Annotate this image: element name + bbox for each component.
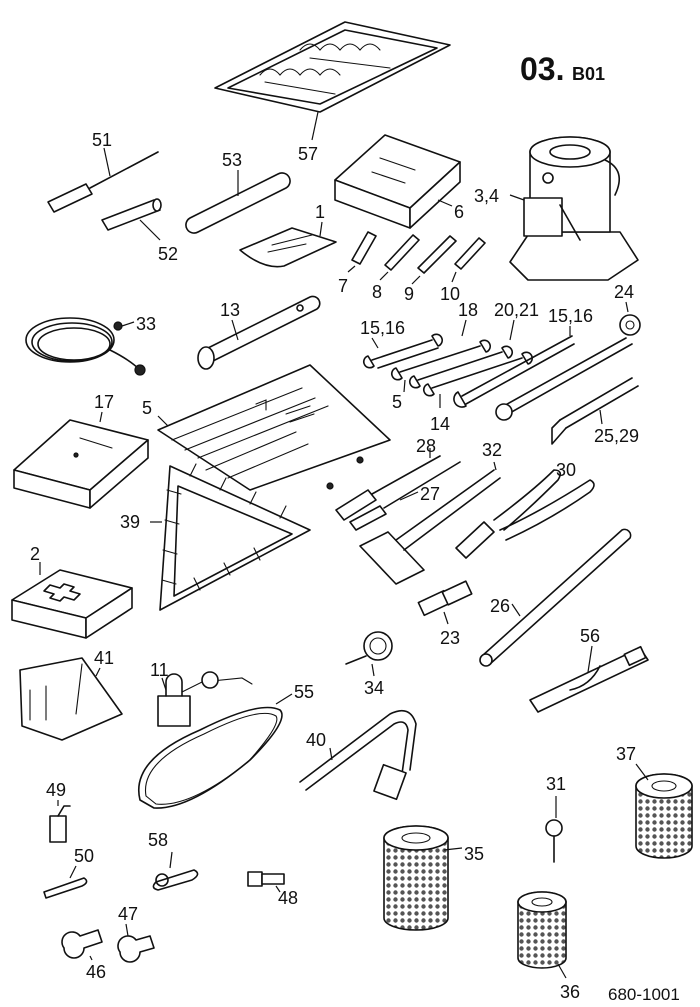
diagram-code-main: 03. (520, 51, 564, 87)
callout-20-21: 20,21 (494, 300, 539, 320)
wire-connector (49, 805, 71, 843)
hose-with-connector (299, 709, 417, 801)
callout-51: 51 (92, 130, 112, 150)
callout-9: 9 (404, 284, 414, 304)
callout-34: 34 (364, 678, 384, 698)
callout-32: 32 (482, 440, 502, 460)
callout-56: 56 (580, 626, 600, 646)
callout-13: 13 (220, 300, 240, 320)
callout-5: 17 (94, 392, 114, 412)
callout-37: 37 (616, 744, 636, 764)
spring-clip (43, 877, 88, 899)
callout-17: 15,16 (360, 318, 405, 338)
callout-40: 40 (306, 730, 326, 750)
ring-terminal (545, 819, 563, 863)
callout-39: 39 (120, 512, 140, 532)
filter-cartridge-small (517, 891, 567, 969)
callout-53: 53 (222, 150, 242, 170)
callout-2: 2 (30, 544, 40, 564)
drive-belt (138, 706, 283, 809)
open-end-spanner-set (362, 333, 534, 397)
filter-cartridge-medium (383, 825, 449, 931)
instruction-sheet (239, 227, 337, 268)
callout-1: 1 (315, 202, 325, 222)
callout-47: 47 (118, 904, 138, 924)
strap (529, 645, 649, 713)
callout-31: 31 (546, 774, 566, 794)
oil-filter-large (635, 773, 693, 859)
callout-27: 27 (420, 484, 440, 504)
callout-57: 57 (298, 144, 318, 164)
callout-10: 10 (440, 284, 460, 304)
hydraulic-bottle-jack (509, 136, 639, 281)
callout-6: 6 (454, 202, 464, 222)
bulb-pair (61, 929, 155, 963)
box-spanner (197, 295, 321, 370)
drawing-reference: 680-1001 (608, 985, 680, 1004)
callout-23: 23 (440, 628, 460, 648)
callout-46: 46 (86, 962, 106, 982)
warning-triangle (159, 463, 311, 611)
callout-49: 49 (46, 780, 66, 800)
callout-48: 48 (278, 888, 298, 908)
callout-7: 7 (338, 276, 348, 296)
spare-parts-box (334, 134, 461, 229)
safety-pin-clip (152, 869, 199, 891)
callout-8: 8 (372, 282, 382, 302)
callout-24: 24 (614, 282, 634, 302)
callout-50: 50 (74, 846, 94, 866)
bolt (247, 871, 285, 887)
callout-52: 52 (158, 244, 178, 264)
callout-18: 18 (458, 300, 478, 320)
callout-33: 33 (136, 314, 156, 334)
drift-pin (101, 198, 162, 231)
diagram-code-sub: B01 (572, 64, 605, 84)
callout-15-16: 15,16 (548, 306, 593, 326)
callout-26: 26 (490, 596, 510, 616)
callout-3-4: 3,4 (474, 186, 499, 206)
open-tool-roll (157, 364, 391, 491)
callout-36: 36 (560, 982, 580, 1002)
callout-22: 14 (430, 414, 450, 434)
callout-35: 35 (464, 844, 484, 864)
callout-55: 55 (294, 682, 314, 702)
flat-case (13, 419, 149, 509)
long-combination-spanner (453, 335, 633, 421)
ring-spanner (619, 314, 641, 336)
first-aid-kit (11, 569, 133, 639)
padlock-with-chain (157, 671, 253, 727)
callout-58: 58 (148, 830, 168, 850)
spare-pin-set (351, 231, 486, 274)
screwdriver-small (47, 151, 159, 213)
socket-adapter (417, 580, 473, 617)
tyre-lever-bar (479, 528, 632, 667)
tool-roll-pouch (214, 21, 451, 113)
callout-19: 5 (392, 392, 402, 412)
callout-41: 41 (94, 648, 114, 668)
hammer (359, 469, 501, 585)
callout-14: 5 (142, 398, 152, 418)
tyre-pressure-gauge (345, 631, 393, 665)
callout-30: 30 (556, 460, 576, 480)
tommy-bar-rod (185, 172, 291, 234)
callout-25-29: 25,29 (594, 426, 639, 446)
coiled-cable (25, 317, 146, 376)
callout-28: 28 (416, 436, 436, 456)
mounting-bracket (19, 657, 123, 741)
hex-key (551, 377, 639, 445)
screwdriver-pair (335, 455, 461, 531)
callout-11: 11 (150, 660, 169, 680)
